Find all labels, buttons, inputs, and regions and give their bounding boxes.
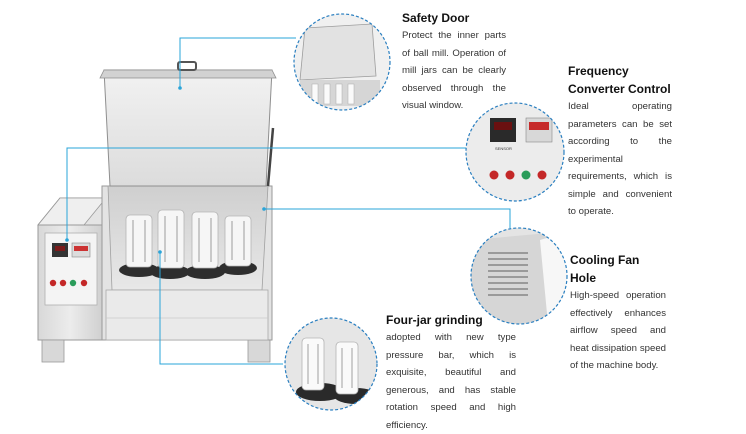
- frequency-converter-title: Frequency Converter Control: [568, 64, 671, 96]
- safety-door-description: Protect the inner parts of ball mill. Op…: [402, 30, 506, 111]
- frequency-converter-description: Ideal operating parameters can be set ac…: [568, 101, 672, 217]
- cooling-fan-detail: [470, 227, 568, 325]
- four-jar-description: adopted with new type pressure bar, whic…: [386, 332, 516, 431]
- leader-lines: [66, 37, 511, 365]
- cooling-fan-callout: Cooling Fan Hole High-speed operation ef…: [570, 251, 666, 375]
- frequency-converter-callout: Frequency Converter Control Ideal operat…: [568, 62, 672, 221]
- svg-text:SENSOR: SENSOR: [495, 146, 512, 151]
- safety-door-title: Safety Door: [402, 11, 470, 25]
- safety-door-detail: [293, 13, 391, 111]
- four-jar-detail: [284, 317, 378, 411]
- four-jar-title: Four-jar grinding: [386, 313, 483, 327]
- cooling-fan-title: Cooling Fan Hole: [570, 253, 640, 285]
- four-jar-callout: Four-jar grinding adopted with new type …: [386, 311, 516, 434]
- vent-icon: [488, 252, 528, 296]
- ball-mill-machine-icon: [37, 61, 277, 363]
- safety-door-callout: Safety Door Protect the inner parts of b…: [402, 9, 506, 115]
- cooling-fan-description: High-speed operation effectively enhance…: [570, 290, 666, 371]
- frequency-converter-detail: SENSOR: [465, 102, 565, 202]
- grinding-jars-icon: [119, 209, 257, 279]
